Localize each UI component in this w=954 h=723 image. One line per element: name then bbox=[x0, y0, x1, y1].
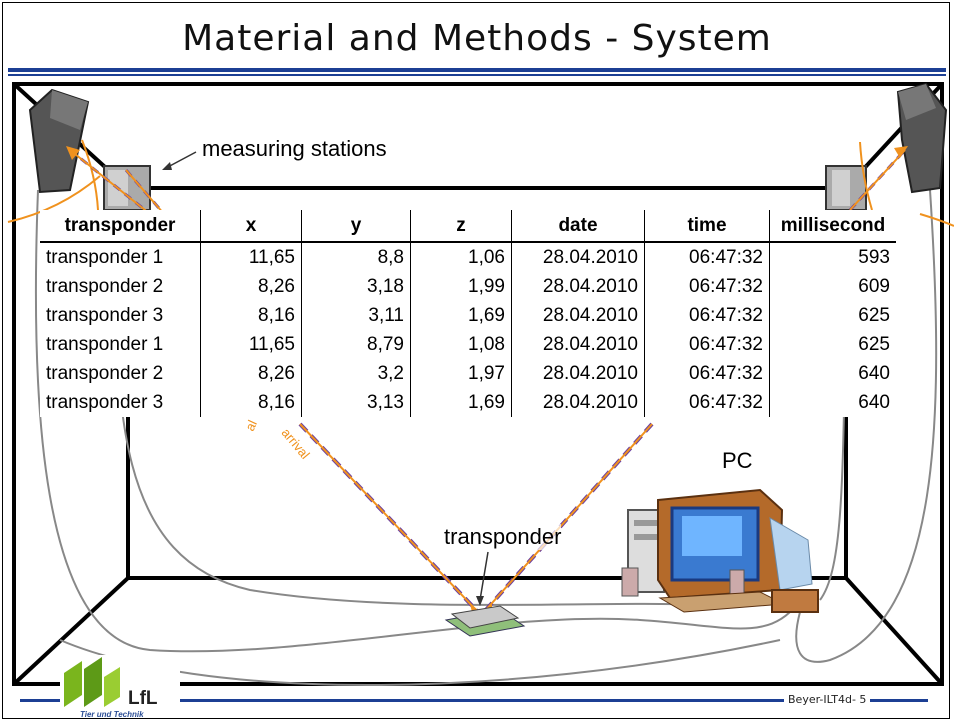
cell-transponder: transponder 1 bbox=[46, 333, 164, 355]
cell-time: 06:47:32 bbox=[644, 301, 770, 330]
table-row: transponder 2 8,26 3,18 1,99 28.04.2010 … bbox=[40, 272, 896, 301]
cell-x: 8,16 bbox=[200, 388, 302, 417]
table-header-row: transponder x y z date time millisecond bbox=[40, 210, 896, 243]
cell-time: 06:47:32 bbox=[644, 388, 770, 417]
cell-z: 1,99 bbox=[410, 272, 512, 301]
cell-date: 28.04.2010 bbox=[511, 359, 645, 388]
table-row: transponder 2 8,26 3,2 1,97 28.04.2010 0… bbox=[40, 359, 896, 388]
cell-date: 28.04.2010 bbox=[511, 272, 645, 301]
cell-y: 8,8 bbox=[301, 242, 411, 272]
transponder-label: transponder bbox=[444, 524, 562, 550]
cell-millisecond: 625 bbox=[769, 330, 896, 359]
cell-transponder: transponder 2 bbox=[46, 275, 164, 297]
antenna-left-small bbox=[103, 165, 151, 211]
cell-millisecond: 640 bbox=[769, 388, 896, 417]
cell-date: 28.04.2010 bbox=[511, 330, 645, 359]
pc-label: PC bbox=[722, 448, 753, 473]
cell-x: 8,26 bbox=[200, 272, 302, 301]
table-row: transponder 3 8,16 3,11 1,69 28.04.2010 … bbox=[40, 301, 896, 330]
header-date: date bbox=[511, 210, 645, 243]
cell-transponder: transponder 3 bbox=[46, 304, 164, 326]
cell-millisecond: 593 bbox=[769, 242, 896, 272]
logo-subtitle: Tier und Technik bbox=[80, 710, 144, 719]
title-rule-top bbox=[8, 68, 946, 72]
cell-x: 8,16 bbox=[200, 301, 302, 330]
cell-transponder: transponder 2 bbox=[46, 362, 164, 384]
cell-date: 28.04.2010 bbox=[511, 242, 645, 272]
table-row: transponder 1 11,65 8,79 1,08 28.04.2010… bbox=[40, 330, 896, 359]
cell-transponder: transponder 1 bbox=[46, 246, 164, 268]
header-time: time bbox=[644, 210, 770, 243]
header-millisecond: millisecond bbox=[769, 210, 896, 243]
cell-y: 3,13 bbox=[301, 388, 411, 417]
antenna-right-small bbox=[825, 165, 867, 211]
pc-illustration bbox=[621, 488, 819, 613]
measuring-stations-label: measuring stations bbox=[202, 136, 387, 161]
cell-time: 06:47:32 bbox=[644, 359, 770, 388]
cell-time: 06:47:32 bbox=[644, 242, 770, 272]
lfl-leaf-icon bbox=[64, 657, 120, 707]
cell-y: 3,11 bbox=[301, 301, 411, 330]
cell-z: 1,08 bbox=[410, 330, 512, 359]
cell-y: 3,2 bbox=[301, 359, 411, 388]
header-z: z bbox=[410, 210, 512, 243]
lfl-logo: LfL Tier und Technik bbox=[60, 655, 180, 719]
logo-name: LfL bbox=[128, 688, 158, 709]
transponder-data-table: transponder x y z date time millisecond … bbox=[40, 210, 896, 417]
cell-millisecond: 609 bbox=[769, 272, 896, 301]
table-row: transponder 1 11,65 8,8 1,06 28.04.2010 … bbox=[40, 242, 896, 272]
cell-x: 8,26 bbox=[200, 359, 302, 388]
slide-footer-id: Beyer-ILT4d- 5 bbox=[784, 693, 871, 706]
cell-y: 3,18 bbox=[301, 272, 411, 301]
antenna-right-large bbox=[896, 82, 948, 194]
header-y: y bbox=[301, 210, 411, 243]
room-outer-frame bbox=[12, 82, 944, 686]
header-x: x bbox=[200, 210, 302, 243]
cell-date: 28.04.2010 bbox=[511, 388, 645, 417]
antenna-left-large bbox=[28, 88, 90, 194]
transponder-tag bbox=[444, 605, 526, 637]
table-row: transponder 3 8,16 3,13 1,69 28.04.2010 … bbox=[40, 388, 896, 417]
cell-millisecond: 625 bbox=[769, 301, 896, 330]
cell-millisecond: 640 bbox=[769, 359, 896, 388]
header-transponder: transponder bbox=[40, 210, 201, 243]
cell-y: 8,79 bbox=[301, 330, 411, 359]
cell-x: 11,65 bbox=[200, 330, 302, 359]
footer-rule bbox=[20, 699, 928, 702]
cell-z: 1,69 bbox=[410, 301, 512, 330]
title-rule-bottom bbox=[8, 74, 946, 76]
slide-title: Material and Methods - System bbox=[182, 18, 772, 59]
cell-transponder: transponder 3 bbox=[46, 391, 164, 413]
cell-time: 06:47:32 bbox=[644, 330, 770, 359]
cell-date: 28.04.2010 bbox=[511, 301, 645, 330]
cell-time: 06:47:32 bbox=[644, 272, 770, 301]
cell-z: 1,69 bbox=[410, 388, 512, 417]
cell-z: 1,06 bbox=[410, 242, 512, 272]
cell-x: 11,65 bbox=[200, 242, 302, 272]
cell-z: 1,97 bbox=[410, 359, 512, 388]
